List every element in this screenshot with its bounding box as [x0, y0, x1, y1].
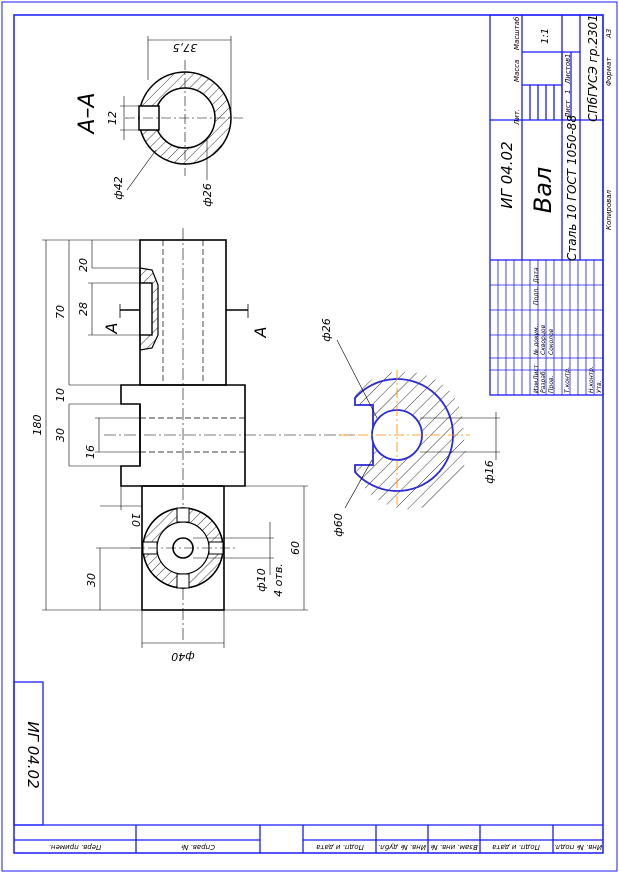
dim-28: 28 [77, 302, 90, 316]
row-dev: Разраб. [540, 369, 547, 393]
stamp-label-7: Инв. № подл. [554, 843, 602, 851]
stamp-label-6: Подп. и дата [492, 843, 540, 851]
row-list: Лист [533, 364, 540, 381]
col-mass: Масса [513, 60, 521, 82]
format-label: Формат [605, 57, 613, 86]
title-block [489, 14, 604, 396]
dim-10-upper: 10 [54, 388, 67, 402]
row-tcontr: Т.контр. [564, 367, 571, 393]
format-value: А3 [605, 29, 613, 39]
stamp-label-3: Подп. и дата [316, 843, 364, 851]
col-lit: Лит. [513, 109, 521, 126]
dim-30: 30 [54, 428, 67, 442]
dim-12: 12 [106, 111, 119, 125]
section-label: А–А [75, 92, 100, 135]
copied-label: Копировал [605, 189, 613, 230]
dim-16: 16 [84, 445, 97, 459]
title-part-name: Вал [529, 167, 557, 214]
scale-value: 1:1 [540, 28, 551, 44]
side-stamp-text: ИГ 04.02 Перв. примен. Справ. № Подп. и … [24, 721, 602, 851]
stamp-label-4: Инв. № дубл. [378, 843, 426, 851]
sheets-label: Листов [564, 58, 572, 85]
section-aa: 37,5 12 ф42 ф26 А–А [75, 36, 245, 207]
checker-name: Соколов [548, 328, 555, 355]
developer-name: Скворцов [540, 324, 547, 355]
end-dim-d26: ф26 [320, 318, 333, 341]
title-organization: СПбГУСЭ гр.2301 [586, 14, 600, 122]
cut-letter-left: А [102, 323, 121, 335]
stamp-label-5: Взам. инв. № [430, 843, 478, 851]
side-stamp [13, 681, 603, 853]
row-ncontr: Н.контр. [588, 366, 595, 393]
dim-d10: ф10 [255, 568, 268, 591]
dim-60: 60 [289, 541, 302, 555]
title-material: Сталь 10 ГОСТ 1050-88 [565, 115, 579, 262]
dim-d26-top: ф26 [201, 183, 214, 206]
dim-37-5: 37,5 [173, 41, 198, 54]
dim-30-lower: 30 [85, 573, 98, 587]
stamp-label-1: Перв. примен. [49, 843, 102, 851]
dim-10-lower: 10 [129, 513, 142, 527]
row-date: Дата [533, 267, 540, 284]
title-block-text: ИГ 04.02 Вал Сталь 10 ГОСТ 1050-88 СПбГУ… [498, 14, 613, 393]
end-dim-d60: ф60 [332, 513, 345, 536]
dim-180: 180 [31, 415, 44, 436]
dim-d42: ф42 [112, 176, 125, 199]
row-doc: № докум. [533, 325, 540, 356]
sheets-num: 1 [564, 54, 572, 58]
dim-d40: ф40 [171, 650, 194, 663]
side-designation: ИГ 04.02 [24, 721, 42, 788]
row-check: Пров. [548, 375, 555, 393]
row-approve: Утв. [596, 380, 603, 393]
end-dim-d16: ф16 [483, 460, 496, 483]
dim-70: 70 [54, 305, 67, 319]
dim-holes: 4 отв. [272, 563, 285, 597]
cut-letter-right: А [251, 327, 270, 339]
stamp-label-2: Справ. № [181, 843, 215, 851]
row-sign: Подп. [533, 287, 540, 305]
main-view [42, 228, 360, 648]
sheet-num: 1 [564, 90, 572, 94]
col-scale: Масштаб [513, 16, 521, 50]
title-designation: ИГ 04.02 [498, 141, 516, 208]
dim-20: 20 [77, 258, 90, 272]
sheet-label: Лист [564, 99, 572, 119]
drawing-frame [13, 14, 604, 854]
row-izm: Изм. [533, 379, 540, 393]
end-section: ф26 ф60 ф16 [320, 318, 500, 537]
main-view-labels: 180 70 20 28 10 30 16 10 30 60 ф10 4 отв… [31, 258, 302, 663]
